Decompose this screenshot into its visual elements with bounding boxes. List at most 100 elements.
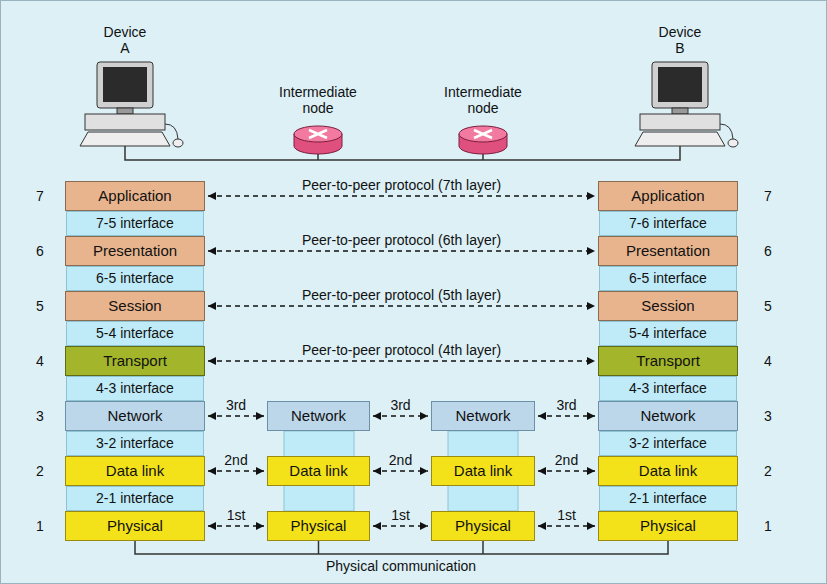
layer-number: 3 <box>36 408 44 424</box>
interface-band: 6-5 interface <box>66 266 204 291</box>
layer-name: 2-1 interface <box>629 490 707 506</box>
layer-name: Data link <box>639 462 697 479</box>
layer-box: Network <box>431 401 535 431</box>
layer-number: 3 <box>764 408 772 424</box>
interface-band: 2-1 interface <box>66 486 204 511</box>
interface-band: 4-3 interface <box>66 376 204 401</box>
layer-name: Network <box>107 407 162 424</box>
layer-number: 7 <box>36 188 44 204</box>
layer-box: Physical <box>598 511 738 541</box>
layer-name: 3-2 interface <box>629 435 707 451</box>
layer-name: Application <box>98 187 171 204</box>
layer-box: Physical <box>267 511 370 541</box>
protocol-arrow <box>373 415 428 416</box>
layer-name: Application <box>631 187 704 204</box>
protocol-arrow <box>208 360 595 361</box>
router-symbol <box>294 126 342 154</box>
protocol-arrow <box>538 470 595 471</box>
interface-band: 6-5 interface <box>599 266 737 291</box>
interface-band: 7-5 interface <box>66 211 204 236</box>
interface-band: 5-4 interface <box>599 321 737 346</box>
layer-name: Network <box>640 407 695 424</box>
layer-box: Network <box>598 401 738 431</box>
protocol-label: 3rd <box>223 397 249 413</box>
layer-name: Session <box>108 297 161 314</box>
layer-box: Transport <box>598 346 738 376</box>
layer-name: 6-5 interface <box>629 270 707 286</box>
interface-band: 5-4 interface <box>66 321 204 346</box>
layer-number: 6 <box>36 243 44 259</box>
router-symbol <box>459 126 507 154</box>
protocol-label: 3rd <box>387 397 413 413</box>
layer-name: 3-2 interface <box>96 435 174 451</box>
layer-box: Physical <box>431 511 535 541</box>
layer-box: Session <box>598 291 738 321</box>
layer-box: Data link <box>267 456 370 486</box>
layer-name: Data link <box>289 462 347 479</box>
layer-box: Network <box>267 401 370 431</box>
interface-band: 3-2 interface <box>599 431 737 456</box>
protocol-label: 1st <box>224 507 249 523</box>
layer-box: Application <box>65 181 205 211</box>
layer-name: Presentation <box>626 242 710 259</box>
network-wire <box>125 146 680 160</box>
protocol-label: Peer-to-peer protocol (6th layer) <box>299 232 504 248</box>
interface-band: 2-1 interface <box>599 486 737 511</box>
layer-number: 1 <box>36 518 44 534</box>
interface-band: 7-6 interface <box>599 211 737 236</box>
layer-box: Physical <box>65 511 205 541</box>
layer-number: 4 <box>764 353 772 369</box>
layer-number: 1 <box>764 518 772 534</box>
layer-name: 5-4 interface <box>96 325 174 341</box>
computer-symbol <box>80 62 183 147</box>
layer-box: Network <box>65 401 205 431</box>
physical-link <box>135 541 668 554</box>
layer-name: Presentation <box>93 242 177 259</box>
layer-name: Network <box>455 407 510 424</box>
layer-name: 4-3 interface <box>629 380 707 396</box>
node-label: Intermediate node <box>279 84 357 116</box>
layer-number: 5 <box>36 298 44 314</box>
layer-name: 2-1 interface <box>96 490 174 506</box>
protocol-label: 2nd <box>386 452 415 468</box>
protocol-arrow <box>208 305 595 306</box>
layer-number: 7 <box>764 188 772 204</box>
layer-box: Data link <box>598 456 738 486</box>
layer-box: Transport <box>65 346 205 376</box>
layer-name: Network <box>291 407 346 424</box>
protocol-label: 1st <box>554 507 579 523</box>
interface-column <box>284 431 354 511</box>
protocol-label: 3rd <box>553 397 579 413</box>
layer-number: 5 <box>764 298 772 314</box>
layer-box: Presentation <box>65 236 205 266</box>
layer-name: 5-4 interface <box>629 325 707 341</box>
layer-name: Physical <box>107 517 163 534</box>
protocol-arrow <box>373 525 428 526</box>
protocol-arrow <box>208 195 595 196</box>
layer-name: Session <box>641 297 694 314</box>
protocol-arrow <box>208 415 264 416</box>
layer-number: 4 <box>36 353 44 369</box>
interface-column <box>448 431 518 511</box>
protocol-label: 1st <box>388 507 413 523</box>
caption-label: Physical communication <box>326 558 476 574</box>
layer-name: 4-3 interface <box>96 380 174 396</box>
protocol-label: Peer-to-peer protocol (7th layer) <box>299 177 504 193</box>
layer-name: Physical <box>291 517 347 534</box>
protocol-label: Peer-to-peer protocol (4th layer) <box>299 342 504 358</box>
computer-symbol <box>635 62 738 147</box>
protocol-label: 2nd <box>221 452 250 468</box>
layer-box: Data link <box>65 456 205 486</box>
layer-name: Data link <box>454 462 512 479</box>
layer-box: Session <box>65 291 205 321</box>
layer-number: 2 <box>36 463 44 479</box>
layer-name: Transport <box>636 352 700 369</box>
device-label: Device A <box>104 24 147 56</box>
layer-box: Data link <box>431 456 535 486</box>
layer-name: 7-5 interface <box>96 215 174 231</box>
node-label: Intermediate node <box>444 84 522 116</box>
layer-number: 2 <box>764 463 772 479</box>
interface-band: 4-3 interface <box>599 376 737 401</box>
